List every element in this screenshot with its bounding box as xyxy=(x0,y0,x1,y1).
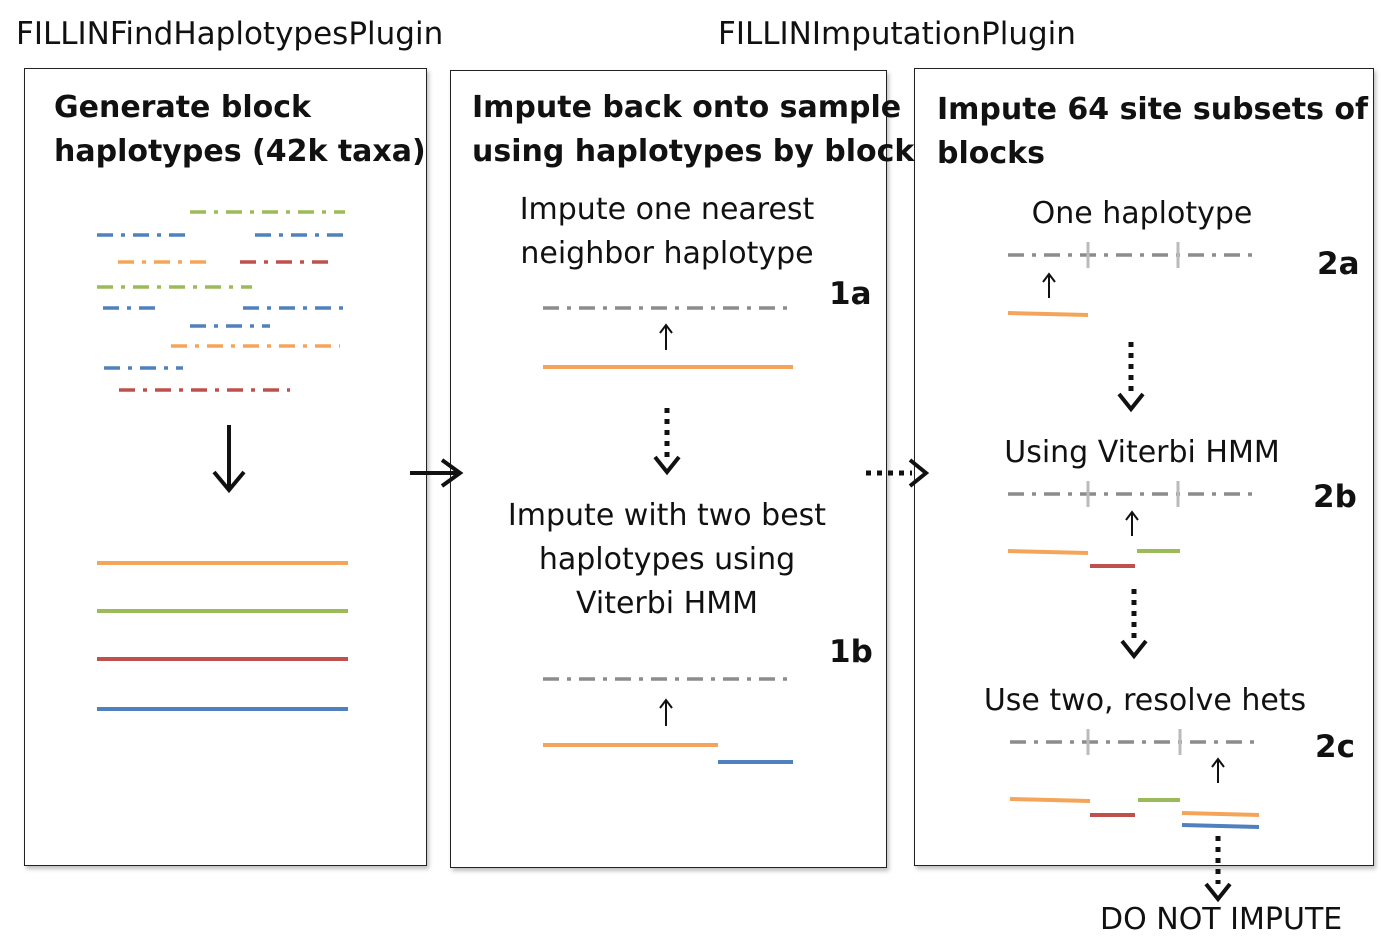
panel1-title-line2: haplotypes (42k taxa) xyxy=(54,134,426,169)
up-arrow-icon xyxy=(659,323,673,350)
step1a-line2: neighbor haplotype xyxy=(520,236,814,271)
step1a-description: Impute one nearest neighbor haplotype xyxy=(467,188,867,276)
haplotype-orange-2c xyxy=(1009,797,1091,803)
up-arrow-icon xyxy=(659,698,673,726)
block-haplotypes xyxy=(97,561,348,711)
haplotype-orange-2c-het xyxy=(1181,811,1260,817)
panel3-title-line2: blocks xyxy=(937,136,1045,171)
up-arrow-icon xyxy=(1042,272,1056,298)
step1b-line2: haplotypes using xyxy=(538,542,796,577)
step2c-label: 2c xyxy=(1315,729,1355,765)
arrow-down-icon xyxy=(212,425,246,494)
step1b-label: 1b xyxy=(829,634,873,670)
dotted-arrow-down-icon xyxy=(1120,589,1148,660)
step1a-graphic xyxy=(543,306,793,369)
step2a-description: One haplotype xyxy=(1031,196,1253,231)
dotted-arrow-down-icon xyxy=(653,408,681,476)
step1a-line1: Impute one nearest xyxy=(519,192,815,227)
step2b-description: Using Viterbi HMM xyxy=(1004,435,1280,470)
panel-impute-site-subsets xyxy=(914,68,1374,866)
imputation-plugin-label: FILLINImputationPlugin xyxy=(718,16,1076,52)
step1b-line1: Impute with two best xyxy=(507,498,827,533)
step2c-graphic xyxy=(1009,729,1260,829)
step2c-description: Use two, resolve hets xyxy=(983,683,1307,718)
step1b-line3: Viterbi HMM xyxy=(576,586,758,621)
haplotype-orange-2a xyxy=(1007,311,1089,317)
step1b-graphic xyxy=(543,677,793,764)
step2a-label: 2a xyxy=(1317,246,1360,282)
step2b-graphic xyxy=(1007,481,1255,568)
haplotype-orange-2b xyxy=(1007,549,1089,555)
up-arrow-icon xyxy=(1211,757,1225,783)
step1b-description: Impute with two best haplotypes using Vi… xyxy=(467,494,867,626)
panel3-title-line1: Impute 64 site subsets of xyxy=(937,92,1369,127)
panel2-title-line2: using haplotypes by block xyxy=(472,134,915,169)
up-arrow-icon xyxy=(1125,510,1139,536)
dotted-arrow-down-icon xyxy=(1117,342,1145,413)
haplotype-blue-2c-het xyxy=(1181,823,1260,829)
find-haplotypes-plugin-label: FILLINFindHaplotypesPlugin xyxy=(16,16,444,52)
panel3-title: Impute 64 site subsets of blocks xyxy=(937,88,1368,176)
panel2-title-line1: Impute back onto sample xyxy=(472,90,902,125)
step1a-label: 1a xyxy=(829,276,872,312)
dotted-arrow-down-icon xyxy=(1204,836,1232,903)
dotted-arrow-right-icon xyxy=(866,458,930,488)
do-not-impute-label: DO NOT IMPUTE xyxy=(1100,902,1343,937)
step2b-label: 2b xyxy=(1313,479,1357,515)
step2a-graphic xyxy=(1007,242,1255,317)
panel1-title: Generate block haplotypes (42k taxa) xyxy=(54,86,426,174)
panel1-title-line1: Generate block xyxy=(54,90,311,125)
panel-generate-haplotypes xyxy=(24,68,427,866)
haplotype-fragments xyxy=(97,210,348,392)
panel2-title: Impute back onto sample using haplotypes… xyxy=(472,86,914,174)
arrow-right-icon xyxy=(410,458,464,488)
